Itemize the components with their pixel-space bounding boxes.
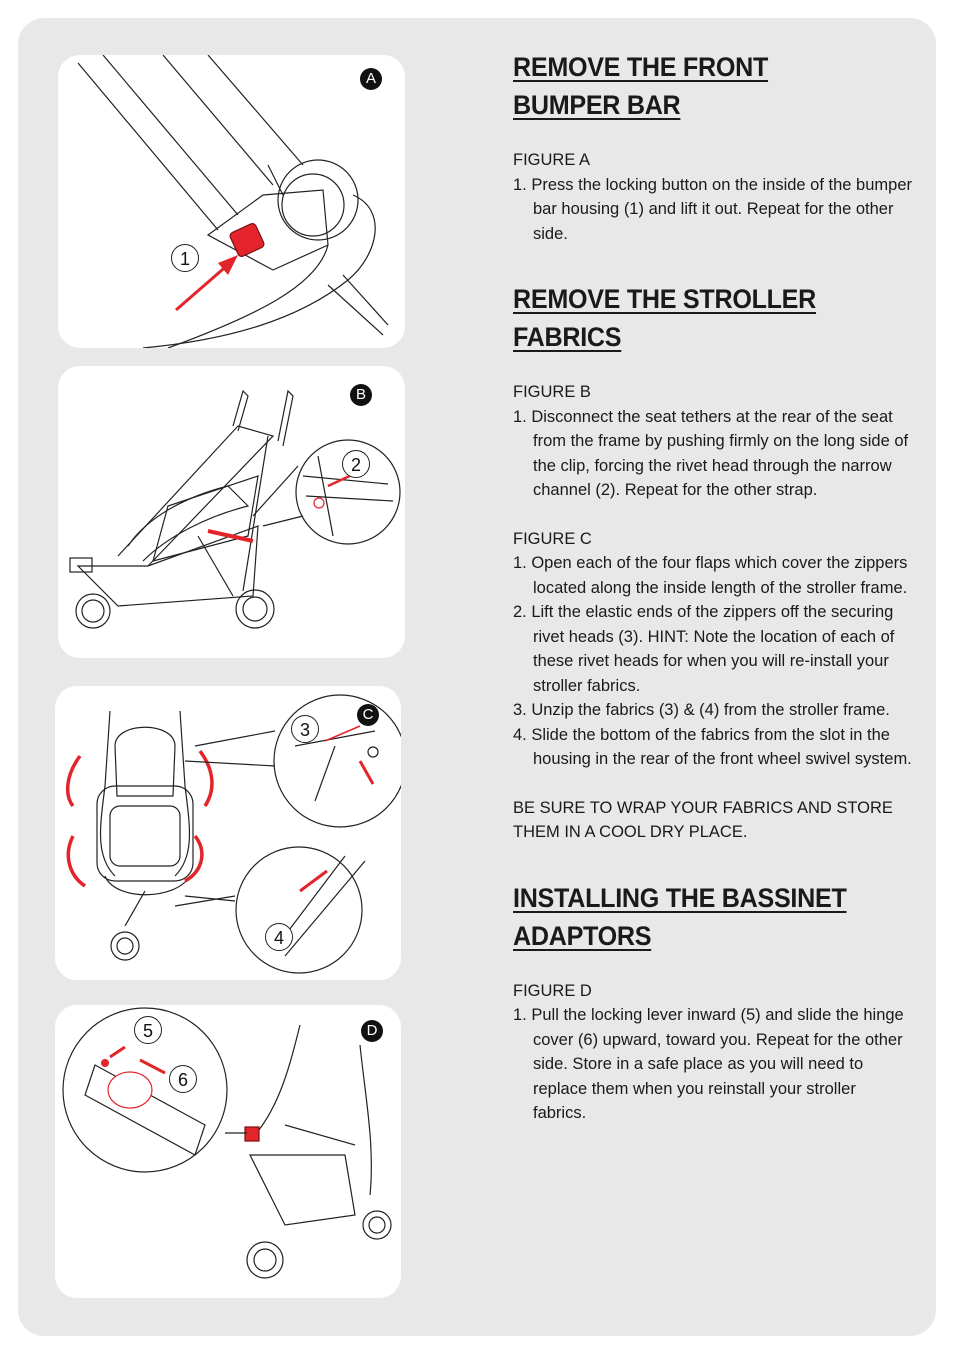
instructions-column: REMOVE THE FRONT BUMPER BAR FIGURE A 1. …	[513, 48, 913, 1126]
callout-2: 2	[342, 450, 370, 478]
callout-5: 5	[134, 1016, 162, 1044]
figure-c-label: FIGURE C	[513, 529, 592, 548]
storage-note: BE SURE TO WRAP YOUR FABRICS AND STORE T…	[513, 798, 893, 842]
figure-a-panel: A 1	[58, 55, 405, 348]
heading-remove-fabrics: REMOVE THE STROLLER FABRICS	[513, 284, 817, 352]
figure-d-label: FIGURE D	[513, 981, 592, 1000]
figure-d-step-1: 1. Pull the locking lever inward (5) and…	[513, 1006, 904, 1122]
figure-b-steps: 1. Disconnect the seat tethers at the re…	[513, 405, 913, 503]
heading-install-bassinet-adaptors: INSTALLING THE BASSINET ADAPTORS	[513, 882, 847, 951]
figure-a-steps: 1. Press the locking button on the insid…	[513, 173, 913, 247]
callout-1: 1	[171, 244, 199, 272]
figure-d-badge: D	[361, 1020, 383, 1042]
figure-c-badge: C	[357, 704, 379, 726]
callout-3: 3	[291, 715, 319, 743]
figure-a-badge: A	[360, 68, 382, 90]
figure-b-label: FIGURE B	[513, 383, 591, 401]
callout-6: 6	[169, 1065, 197, 1093]
figure-a-illustration	[77, 55, 389, 348]
figure-b-step-1: 1. Disconnect the seat tethers at the re…	[513, 407, 909, 500]
figure-d-steps: 1. Pull the locking lever inward (5) and…	[513, 1003, 913, 1126]
callout-4: 4	[265, 923, 293, 951]
figure-c-step-3: 3. Unzip the fabrics (3) & (4) from the …	[513, 701, 890, 719]
figure-c-panel: C 3 4	[55, 686, 401, 980]
figure-b-illustration	[69, 389, 401, 629]
figure-c-illustration	[65, 694, 401, 974]
figure-b-badge: B	[350, 384, 372, 406]
figure-c-step-2: 2. Lift the elastic ends of the zippers …	[513, 603, 895, 695]
figure-c-step-1: 1. Open each of the four flaps which cov…	[513, 554, 908, 597]
figure-c-step-4: 4. Slide the bottom of the fabrics from …	[513, 725, 912, 769]
figure-a-label: FIGURE A	[513, 151, 591, 169]
figure-b-panel: B 2	[58, 366, 405, 658]
figure-d-panel: D 5 6	[55, 1005, 401, 1298]
figure-c-steps: 1. Open each of the four flaps which cov…	[513, 551, 913, 772]
figure-d-illustration	[62, 1007, 392, 1279]
figure-a-step-1: 1. Press the locking button on the insid…	[513, 175, 912, 243]
heading-remove-bumper-bar: REMOVE THE FRONT BUMPER BAR	[513, 52, 769, 120]
